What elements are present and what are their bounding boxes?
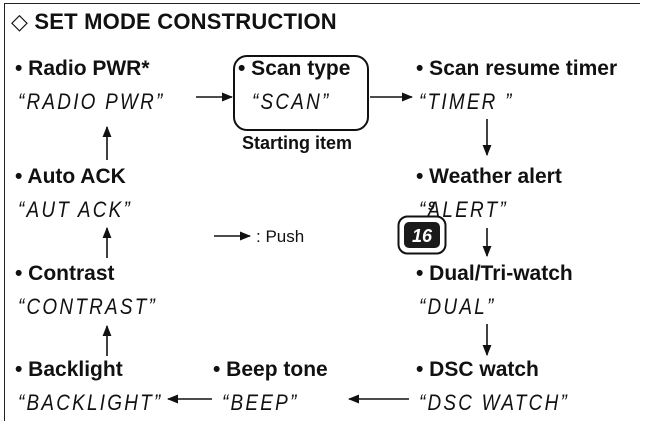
radio-pwr-label: • Radio PWR* — [15, 57, 150, 80]
page-title: ◇ SET MODE CONSTRUCTION — [11, 9, 337, 34]
starting-item-caption: Starting item — [242, 133, 353, 153]
contrast-label: • Contrast — [15, 262, 115, 285]
dual-tri-watch-display: “DUAL” — [419, 294, 496, 319]
dual-tri-watch-label: • Dual/Tri-watch — [416, 262, 573, 285]
auto-ack-label: • Auto ACK — [15, 165, 126, 188]
radio-pwr-display: “RADIO PWR” — [18, 89, 165, 114]
beep-tone-display: “BEEP” — [222, 390, 299, 415]
weather-alert-label: • Weather alert — [416, 165, 562, 188]
push-key-icon: 16 — [397, 215, 447, 255]
diagram-frame — [4, 3, 640, 421]
scan-type-label: • Scan type — [238, 57, 351, 80]
backlight-display: “BACKLIGHT” — [18, 390, 163, 415]
scan-resume-timer-label: • Scan resume timer — [416, 57, 618, 80]
auto-ack-display: “AUT ACK” — [18, 197, 133, 222]
scan-resume-timer-display: “TIMER ” — [419, 89, 514, 114]
key-top-label: 9 — [428, 199, 435, 213]
legend-push-text: : Push — [256, 227, 305, 246]
backlight-label: • Backlight — [15, 358, 123, 381]
contrast-display: “CONTRAST” — [18, 294, 158, 319]
beep-tone-label: • Beep tone — [213, 358, 328, 381]
key-main-label: 16 — [412, 226, 433, 246]
starting-item-box — [233, 55, 369, 131]
dsc-watch-label: • DSC watch — [416, 358, 539, 381]
scan-type-display: “SCAN” — [252, 89, 331, 114]
dsc-watch-display: “DSC WATCH” — [419, 390, 570, 415]
